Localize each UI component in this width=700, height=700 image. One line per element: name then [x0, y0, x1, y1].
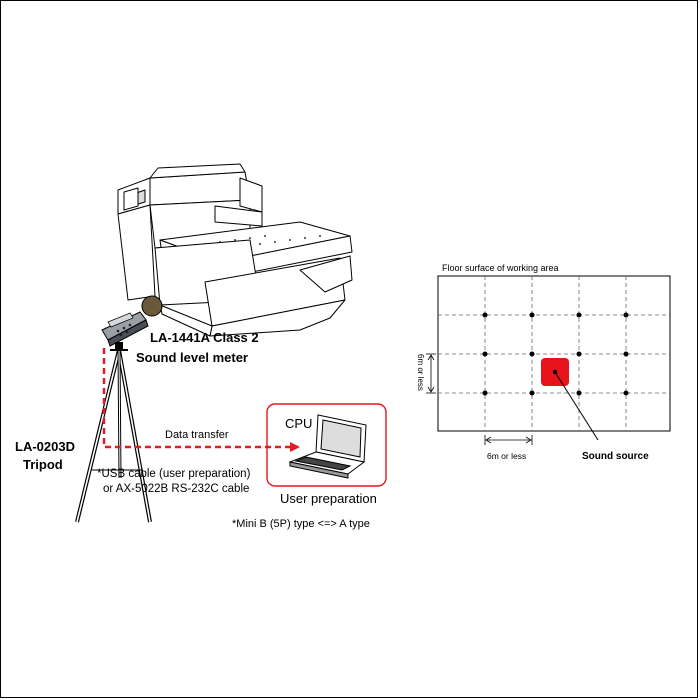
- sound-source-leader: [554, 371, 599, 441]
- data-transfer-label: Data transfer: [165, 429, 229, 441]
- user-preparation-label: User preparation: [280, 491, 377, 506]
- tripod-illustration: [75, 349, 152, 523]
- laptop-illustration: [288, 414, 367, 479]
- data-cable: [102, 348, 300, 452]
- cable-note-line1: *USB cable (user preparation): [97, 468, 251, 480]
- cpu-label: CPU: [285, 416, 312, 431]
- laser-machine-illustration: [117, 163, 353, 337]
- floor-title: Floor surface of working area: [442, 263, 559, 273]
- horizontal-dimension: [484, 435, 533, 445]
- mini-b-note: *Mini B (5P) type <=> A type: [232, 518, 370, 530]
- cable-note-line2: or AX-5022B RS-232C cable: [103, 483, 249, 495]
- floor-outline: [437, 275, 671, 432]
- horizontal-dimension-label: 6m or less: [487, 451, 526, 461]
- tripod-model-label: LA-0203D: [15, 439, 75, 454]
- sound-level-meter-illustration: [101, 295, 163, 350]
- cpu-box: [266, 403, 387, 487]
- sound-source-label: Sound source: [582, 451, 649, 462]
- grid-lines: [438, 276, 670, 431]
- floor-area: Floor surface of working area Sound sour…: [416, 263, 671, 462]
- meter-type-label: Sound level meter: [136, 350, 248, 365]
- vertical-dimension: [426, 353, 436, 394]
- measurement-points: [482, 312, 629, 396]
- tripod-label: Tripod: [23, 457, 63, 472]
- vertical-dimension-label: 6m or less: [416, 354, 425, 391]
- meter-model-label: LA-1441A Class 2: [150, 330, 259, 345]
